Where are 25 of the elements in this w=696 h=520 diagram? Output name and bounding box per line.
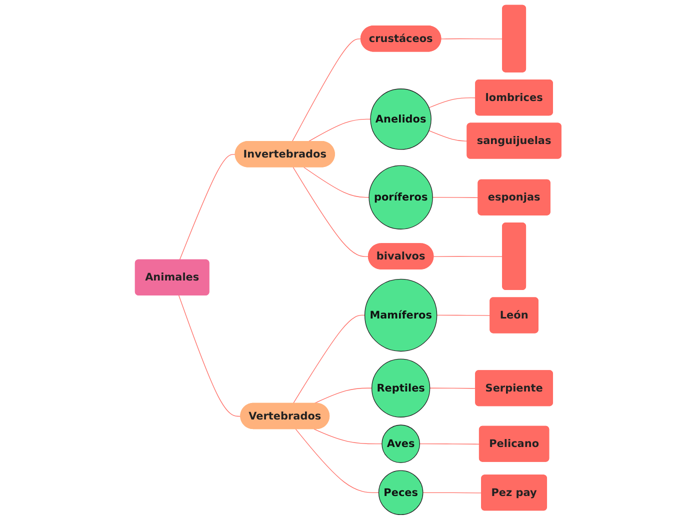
connector [436,314,491,316]
connector [429,388,476,389]
connector [422,492,482,494]
connector [432,197,479,198]
connector [295,428,379,493]
connector [314,428,382,444]
node-circle: Anelidos [370,88,432,150]
node-circle: Aves [381,424,420,464]
connector [419,444,480,445]
connector [308,118,371,142]
connector [428,130,468,142]
connector [178,295,241,417]
connector [303,166,370,198]
connector [292,166,369,257]
node-circle: Mamíferos [364,278,438,352]
node-circle: poríferos [368,165,433,230]
connector [428,98,476,108]
connector [440,38,503,40]
connector [292,38,362,142]
node-circle: Peces [378,470,424,516]
connector [314,388,372,404]
node-circle: Reptiles [371,358,430,418]
connector [179,154,236,260]
connector [292,314,365,404]
connector [433,256,503,257]
